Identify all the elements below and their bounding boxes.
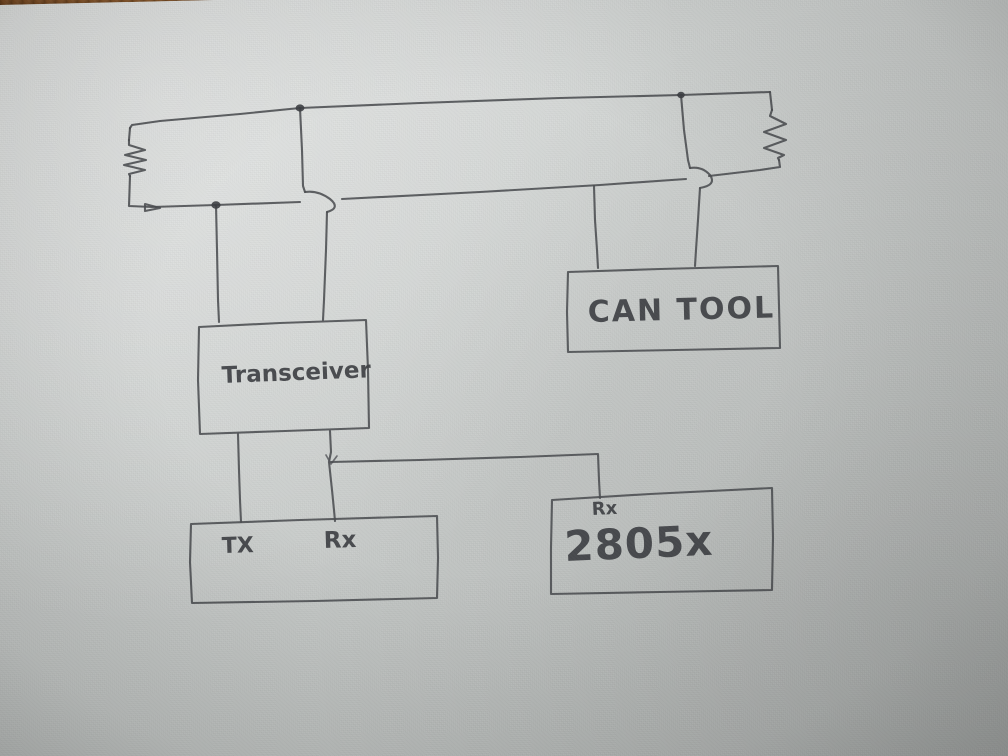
labels: Transceiver CAN TOOL TX Rx Rx 2805x — [221, 290, 775, 571]
junction-dot-lower-transceiver — [211, 201, 221, 209]
label-2805x: 2805x — [563, 516, 714, 571]
label-rx-2805x: Rx — [591, 498, 618, 520]
wire-transceiver-tx — [236, 432, 243, 524]
box-can-tool — [565, 264, 782, 354]
label-rx-mcu: Rx — [323, 527, 357, 554]
bus-lower — [127, 158, 782, 209]
label-transceiver: Transceiver — [221, 357, 372, 389]
wire-lower-to-cantool — [592, 184, 600, 270]
wire-rx-to-2805x — [329, 452, 602, 500]
junction-mark-lower-left — [143, 202, 162, 213]
wire-upper-to-cantool — [679, 93, 714, 268]
box-mcu — [188, 514, 440, 605]
resistor-left — [122, 138, 148, 178]
box-2805x — [549, 486, 775, 596]
label-tx: TX — [221, 533, 254, 559]
label-can-tool: CAN TOOL — [587, 290, 775, 330]
wire-upper-to-transceiver — [298, 106, 336, 322]
wire-transceiver-rx — [325, 429, 338, 523]
junction-dot-upper-transceiver — [295, 104, 305, 112]
junction-dot-upper-cantool — [677, 91, 685, 99]
bus-upper — [127, 90, 774, 142]
wire-lower-to-transceiver — [214, 203, 221, 324]
junction-dots — [143, 91, 685, 213]
resistor-right — [762, 108, 788, 162]
box-transceiver — [196, 318, 371, 436]
